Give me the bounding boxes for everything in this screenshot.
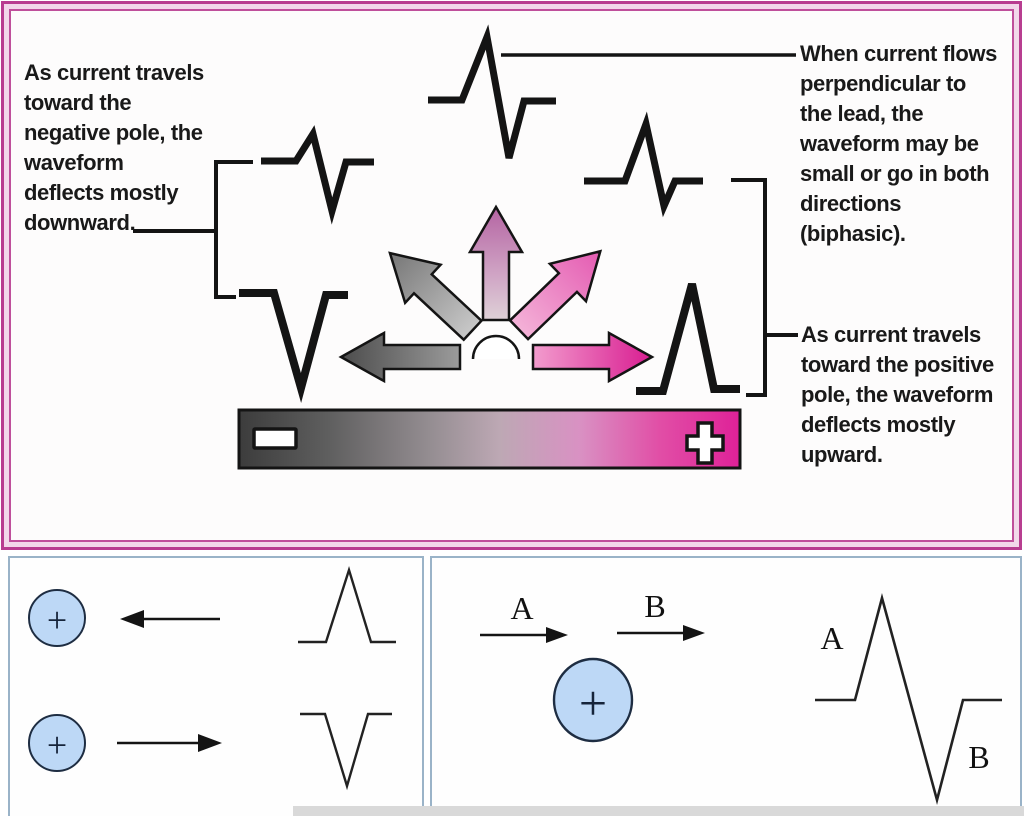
electrode-direction-drawing: + + xyxy=(28,565,396,791)
electrode-direction-panel: + + xyxy=(8,556,424,816)
positive-electrode-top xyxy=(28,589,86,647)
arrow-left-icon xyxy=(338,330,462,384)
waveform-tall-positive xyxy=(636,282,740,395)
waveform-biphasic-top-center xyxy=(428,24,556,159)
fan-origin-arc xyxy=(471,334,521,360)
arrow-b-label: B xyxy=(644,588,665,624)
caption-negative-pole: As current travels toward the negative p… xyxy=(24,60,204,235)
current-direction-fan xyxy=(338,204,655,384)
arrow-a-label: A xyxy=(510,590,533,626)
positive-electrode xyxy=(552,657,634,743)
arrow-up-left-icon xyxy=(388,251,484,342)
lead-axis-gradient-bar xyxy=(237,408,742,470)
waveform-deep-negative xyxy=(239,289,348,404)
bracket-negative-group xyxy=(214,160,253,299)
caption-perpendicular: When current flows perpendicular to the … xyxy=(800,41,997,246)
plus-icon xyxy=(685,421,725,465)
waveform-negative xyxy=(300,712,392,791)
arrowhead-left-icon xyxy=(120,610,144,628)
waveform-upright xyxy=(298,565,396,644)
biphasic-panel: A B + A B xyxy=(430,556,1022,816)
caption-positive-pole: As current travels toward the positive p… xyxy=(801,322,994,467)
arrow-up-right-icon xyxy=(508,249,603,341)
positive-electrode-bottom xyxy=(28,714,86,772)
wave-a-label: A xyxy=(820,620,843,656)
electrode-plus-bottom: + xyxy=(47,725,67,765)
arrowhead-right-icon xyxy=(198,734,222,752)
minus-icon xyxy=(252,427,298,450)
waveform-mostly-negative-small xyxy=(261,125,374,225)
arrow-right-icon xyxy=(531,330,655,384)
waveform-biphasic-small-right xyxy=(584,111,703,218)
arrowhead-b-icon xyxy=(683,625,705,641)
arrow-up-icon xyxy=(467,204,525,322)
bracket-positive-group xyxy=(731,178,767,397)
wave-b-label: B xyxy=(968,739,989,775)
lead-axis-diagram xyxy=(133,24,798,470)
arrowhead-a-icon xyxy=(546,627,568,643)
bottom-scan-strip xyxy=(293,806,1024,816)
biphasic-drawing: A B + A B xyxy=(480,588,1002,806)
waveform-biphasic xyxy=(815,592,1002,806)
electrode-plus: + xyxy=(579,675,607,731)
electrode-plus-top: + xyxy=(47,600,67,640)
